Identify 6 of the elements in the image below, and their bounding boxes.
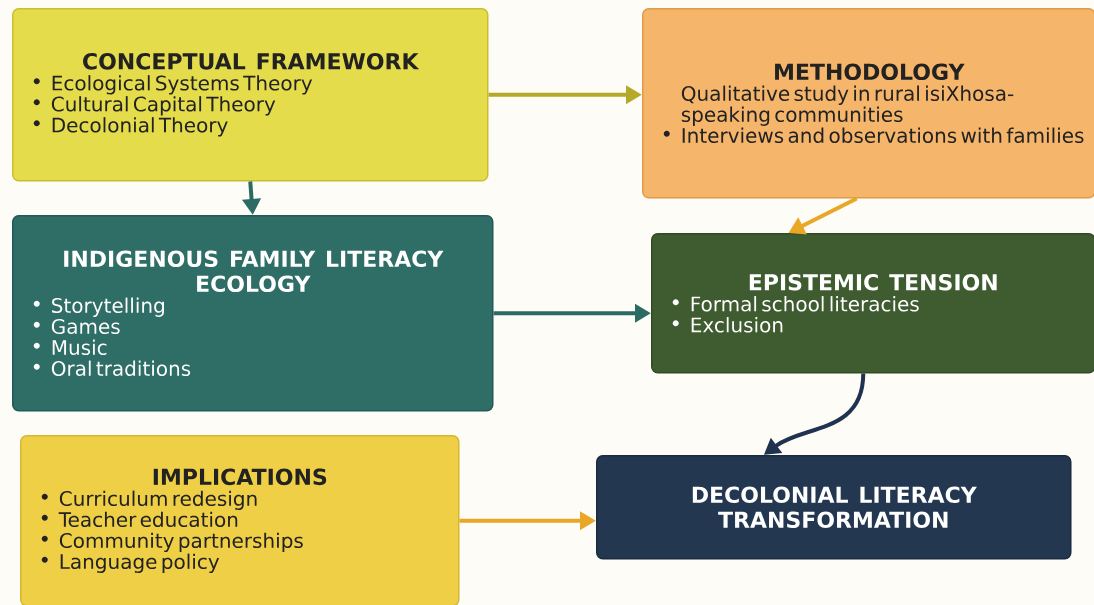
process-box: METHODOLOGY Qualitative study in rural isiXhosa-speaking communities Interviews and observations with families xyxy=(642,8,1094,199)
process-box: EPISTEMIC TENSION Formal school literacies Exclusion xyxy=(651,233,1094,374)
process-box: DECOLONIAL LITERACY TRANSFORMATION xyxy=(596,455,1072,560)
process-box: IMPLICATIONS Curriculum redesign Teacher education Community partnerships Language policy xyxy=(20,435,460,605)
process-box: CONCEPTUAL FRAMEWORK Ecological Systems Theory Cultural Capital Theory Decolonial Theory xyxy=(12,8,489,182)
process-box: INDIGENOUS FAMILY LITERACY ECOLOGY Storytelling Games Music Oral traditions xyxy=(12,215,494,412)
